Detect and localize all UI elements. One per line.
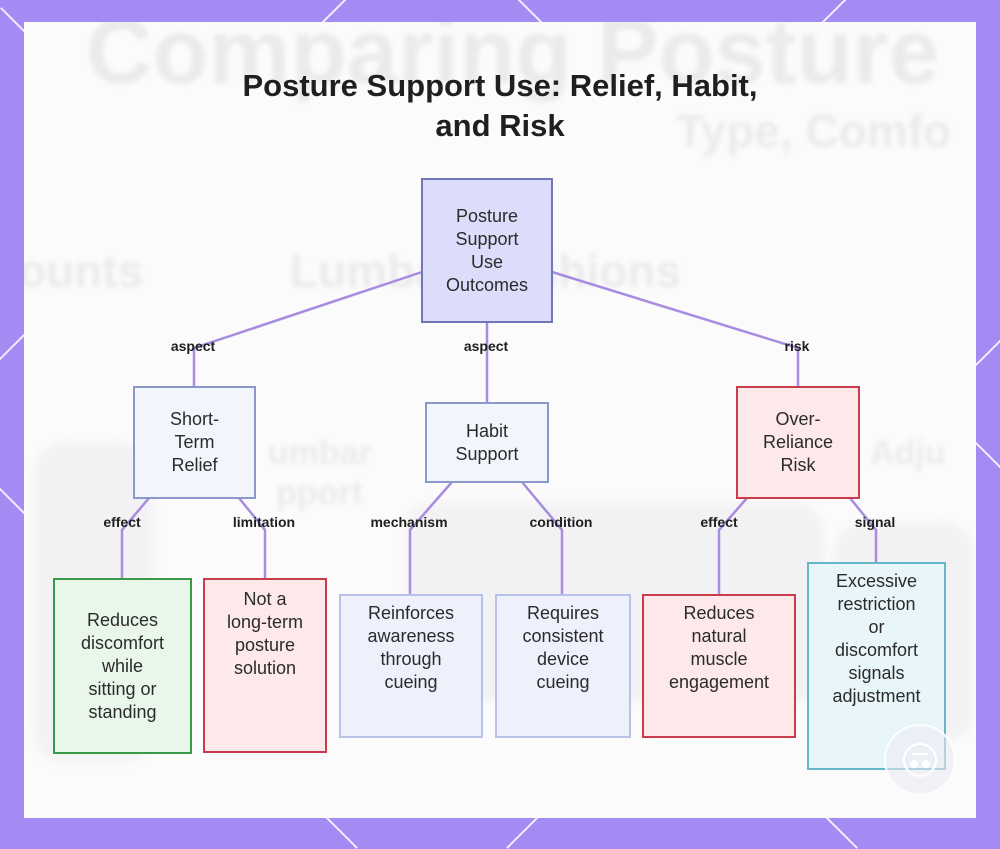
node-text-line: Reliance: [762, 432, 834, 452]
node-text-line: discomfort: [834, 640, 919, 660]
background-subheading: Type, Comfo: [676, 105, 952, 157]
node-text-line: Outcomes: [445, 274, 529, 295]
node-requires-consistent-cueing: Requires consistent device cueing: [495, 594, 631, 738]
background-right-text: Adju: [870, 434, 946, 472]
watermark-badge-icon: [884, 724, 956, 796]
watermark-glyph-icon: [903, 743, 937, 777]
node-text-line: consistent: [522, 626, 604, 646]
node-reduces-muscle-engagement: Reduces natural muscle engagement: [642, 594, 796, 738]
node-not-long-term-solution: Not a long-term posture solution: [203, 578, 327, 753]
node-text-line: Support: [455, 443, 519, 464]
node-text-line: restriction: [837, 594, 916, 614]
node-text-line: Posture: [455, 205, 519, 226]
node-text-line: Reduces: [683, 603, 755, 623]
node-text-line: Relief: [171, 455, 218, 475]
node-text-line: engagement: [668, 672, 770, 692]
node-text-line: Use: [470, 251, 503, 272]
node-reinforces-awareness: Reinforces awareness through cueing: [339, 594, 483, 738]
node-text-line: posture: [234, 635, 296, 655]
edge-risk-muscle: [717, 497, 748, 594]
edge-label-effect: effect: [700, 514, 738, 530]
node-text-line: Over-: [775, 409, 821, 429]
node-short-term-relief: Short- Term Relief: [133, 386, 256, 499]
edge-root-risk: [551, 270, 800, 386]
node-text-line: Reinforces: [367, 603, 455, 623]
node-text-line: cueing: [384, 672, 438, 692]
edge-label-effect: effect: [103, 514, 141, 530]
node-text-line: Reduces: [86, 609, 159, 630]
node-text-line: solution: [233, 658, 297, 678]
edge-risk-excessive: [849, 497, 878, 562]
edge-label-risk: risk: [784, 338, 810, 354]
edge-root-relief: [192, 270, 423, 386]
edge-label-aspect: aspect: [170, 338, 216, 354]
node-reduces-discomfort: Reduces discomfort while sitting or stan…: [53, 578, 192, 754]
node-text-line: sitting or: [88, 678, 157, 699]
node-text-line: device: [536, 649, 589, 669]
edge-label-aspect: aspect: [463, 338, 509, 354]
node-text-line: Risk: [780, 455, 816, 475]
edge-label-limitation: limitation: [232, 514, 296, 530]
node-text-line: Requires: [526, 603, 600, 623]
node-posture-support-use-outcomes: Posture Support Use Outcomes: [421, 178, 553, 323]
node-text-line: natural: [691, 626, 747, 646]
node-text-line: while: [101, 655, 144, 676]
node-text-line: through: [380, 649, 442, 669]
node-text-line: standing: [88, 701, 157, 722]
edge-label-mechanism: mechanism: [370, 514, 448, 530]
edge-label-condition: condition: [529, 514, 593, 530]
node-text-line: long-term: [226, 612, 304, 632]
node-text-line: or: [868, 617, 885, 637]
edge-habit-reinforces: [408, 481, 453, 594]
node-text-line: signals: [848, 663, 905, 683]
node-over-reliance-risk: Over- Reliance Risk: [736, 386, 860, 499]
node-text-line: Support: [455, 228, 519, 249]
edge-relief-notlong: [238, 497, 267, 578]
node-text-line: discomfort: [80, 632, 165, 653]
node-habit-support: Habit Support: [425, 402, 549, 483]
node-text-line: awareness: [367, 626, 455, 646]
background-heading: Comparing Posture: [86, 22, 940, 103]
edge-habit-requires: [521, 481, 564, 594]
node-text-line: Short-: [169, 409, 220, 429]
node-text-line: Excessive: [835, 571, 918, 591]
node-text-line: cueing: [536, 672, 590, 692]
diagram-title: Posture Support Use: Relief, Habit, and …: [0, 66, 1000, 146]
edge-relief-discomfort: [120, 497, 150, 578]
background-small-text: pport: [276, 474, 363, 512]
background-small-text: umbar: [268, 434, 372, 472]
title-line-2: and Risk: [435, 108, 565, 143]
background-left-text: ounts: [24, 245, 144, 297]
node-text-line: adjustment: [832, 686, 921, 706]
edge-label-signal: signal: [854, 514, 896, 530]
node-text-line: muscle: [690, 649, 748, 669]
node-text-line: Habit: [465, 420, 508, 441]
title-line-1: Posture Support Use: Relief, Habit,: [242, 68, 758, 103]
node-text-line: Term: [174, 432, 215, 452]
node-text-line: Not a: [243, 589, 287, 609]
